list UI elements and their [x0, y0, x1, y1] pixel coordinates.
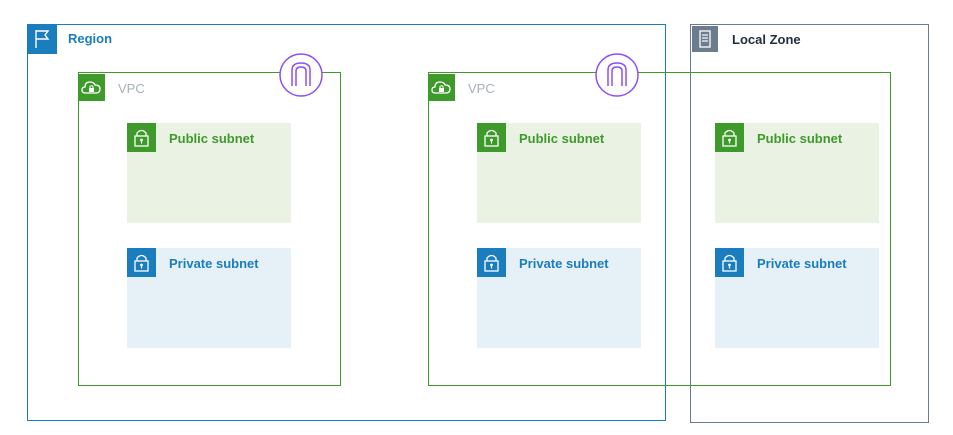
cloud-lock-icon	[78, 74, 105, 101]
region-label: Region	[68, 31, 113, 46]
flag-icon	[27, 24, 57, 54]
padlock-icon	[477, 123, 506, 152]
private-subnet-label: Private subnet	[169, 256, 259, 271]
padlock-icon	[127, 123, 156, 152]
vpc-2	[428, 72, 891, 386]
vpc-label: VPC	[468, 81, 495, 96]
public-subnet: Public subnet	[477, 123, 641, 223]
vpc-label: VPC	[118, 81, 145, 96]
private-subnet: Private subnet	[477, 248, 641, 348]
padlock-icon	[127, 248, 156, 277]
local-zone-container	[690, 24, 929, 423]
public-subnet-label: Public subnet	[169, 131, 255, 146]
internet-gateway-icon	[595, 53, 639, 97]
cloud-lock-icon	[428, 74, 455, 101]
vpc-1	[78, 72, 341, 386]
public-subnet-label: Public subnet	[757, 131, 843, 146]
public-subnet: Public subnet	[715, 123, 879, 223]
internet-gateway-icon	[279, 53, 323, 97]
private-subnet-label: Private subnet	[519, 256, 609, 271]
padlock-icon	[715, 123, 744, 152]
public-subnet-label: Public subnet	[519, 131, 605, 146]
private-subnet: Private subnet	[715, 248, 879, 348]
padlock-icon	[715, 248, 744, 277]
public-subnet: Public subnet	[127, 123, 291, 223]
local-zone-label: Local Zone	[732, 32, 801, 47]
private-subnet-label: Private subnet	[757, 256, 847, 271]
region-container	[27, 24, 666, 421]
private-subnet: Private subnet	[127, 248, 291, 348]
server-icon	[692, 26, 718, 52]
padlock-icon	[477, 248, 506, 277]
